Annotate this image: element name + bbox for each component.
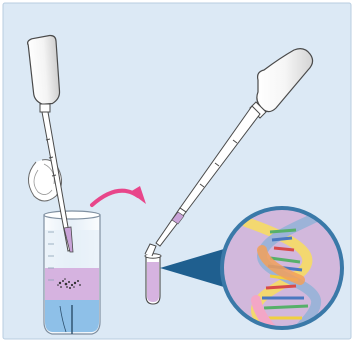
test-tube-icon xyxy=(44,211,100,334)
